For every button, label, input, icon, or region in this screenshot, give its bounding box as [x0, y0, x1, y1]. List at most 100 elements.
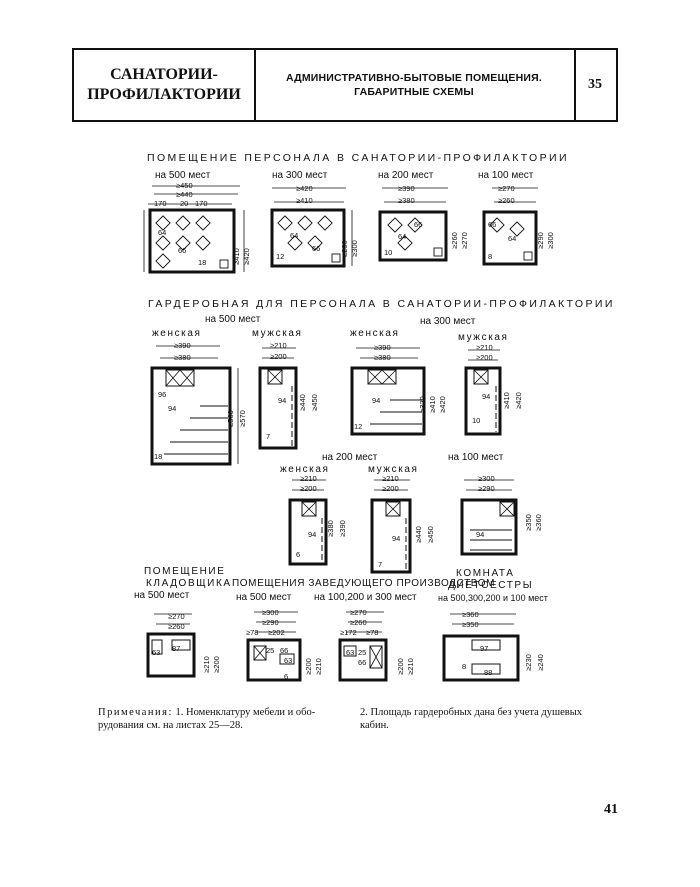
page-number: 41: [604, 802, 618, 817]
wardrobe-f500-w2: ≥380: [174, 353, 191, 362]
staff-100-h1: ≥290: [535, 232, 545, 249]
manager-sub2: на 100,200 и 300 мест: [314, 592, 417, 603]
section-cell: САНАТОРИИ- ПРОФИЛАКТОРИИ: [74, 50, 256, 120]
manager-small-w2: ≥260: [350, 618, 367, 627]
manager-small-n1: 63: [346, 648, 355, 657]
staff-300-w2: ≥410: [296, 196, 313, 205]
wardrobe-200-male-plan: [370, 479, 412, 574]
staff-500-plan: [143, 185, 245, 274]
manager-500-n2: 66: [280, 646, 289, 655]
manager-500-d2: ≥202: [268, 628, 285, 637]
manager-small-n3: 66: [358, 658, 367, 667]
wardrobe-f200-n1: 94: [308, 530, 317, 539]
wardrobe-f300-w1: ≥390: [374, 343, 391, 352]
staff-500-h2: ≥420: [241, 248, 251, 265]
wardrobe-f300-h1: ≥320: [417, 396, 427, 413]
wardrobe-m300-w1: ≥210: [476, 343, 493, 352]
dietnurse-h2: ≥240: [535, 654, 545, 671]
manager-small-d: ≥172: [340, 628, 357, 637]
manager-500-h2: ≥210: [313, 658, 323, 675]
storekeeper-h2: ≥200: [211, 656, 221, 673]
wardrobe-f200-h2: ≥390: [337, 520, 347, 537]
wardrobe-500-male-plan: [258, 347, 298, 450]
staff-200-plan: [378, 187, 448, 262]
manager-small-d2: ≥78: [366, 628, 379, 637]
wardrobe-f500-n1: 96: [158, 390, 167, 399]
staff-300-label: на 300 мест: [272, 170, 328, 181]
manager-small-h1: ≥200: [395, 658, 405, 675]
staff-300-plan: [270, 187, 353, 268]
dietnurse-w2: ≥350: [462, 620, 479, 629]
wardrobe-f200-n2: 6: [296, 550, 301, 559]
dietnurse-n3: 8: [462, 662, 467, 671]
storekeeper-n1: 63: [152, 648, 161, 657]
title-cell: АДМИНИСТРАТИВНО-БЫТОВЫЕ ПОМЕЩЕНИЯ. ГАБАР…: [254, 50, 576, 120]
manager-500-n4: 6: [284, 672, 289, 681]
wardrobe-200-female-label: женская: [280, 464, 330, 475]
wardrobe-f500-h2: ≥570: [237, 410, 247, 427]
wardrobe-500-label: на 500 мест: [205, 314, 261, 325]
notes-left: Примечания: 1. Номенклатуру мебели и обо…: [98, 706, 348, 732]
manager-small-w1: ≥270: [350, 608, 367, 617]
section-line1: САНАТОРИИ-: [110, 66, 218, 83]
wardrobe-f200-w1: ≥210: [300, 474, 317, 483]
dietnurse-title-line1: КОМНАТА: [456, 568, 515, 579]
wardrobe-m500-h2: ≥450: [309, 394, 319, 411]
manager-500-h1: ≥200: [303, 658, 313, 675]
wardrobe-m300-n1: 94: [482, 392, 491, 401]
wardrobe-100-w1: ≥300: [478, 474, 495, 483]
staff-200-n3: 10: [384, 248, 393, 257]
staff-500-h1: ≥410: [231, 248, 241, 265]
staff-100-w1: ≥270: [498, 184, 515, 193]
staff-200-label: на 200 мест: [378, 170, 434, 181]
staff-200-n2: 66: [414, 220, 423, 229]
staff-200-n1: 64: [398, 232, 407, 241]
title-line1: АДМИНИСТРАТИВНО-БЫТОВЫЕ ПОМЕЩЕНИЯ.: [285, 72, 543, 84]
wardrobe-m300-w2: ≥200: [476, 353, 493, 362]
wardrobe-m300-h1: ≥410: [501, 392, 511, 409]
storekeeper-w2: ≥260: [168, 622, 185, 631]
wardrobe-m200-n2: 7: [378, 560, 383, 569]
storekeeper-w1: ≥270: [168, 612, 185, 621]
wardrobe-500-female-plan: [150, 345, 239, 466]
staff-300-n1: 64: [290, 231, 299, 240]
manager-500-w1: ≥300: [262, 608, 279, 617]
manager-500-d: ≥78: [246, 628, 259, 637]
storekeeper-plan: [146, 613, 196, 678]
header-table: САНАТОРИИ- ПРОФИЛАКТОРИИ АДМИНИСТРАТИВНО…: [72, 48, 618, 122]
staff-300-n3: 12: [276, 252, 285, 261]
wardrobe-f300-h2: ≥410: [427, 396, 437, 413]
staff-500-n3: 18: [198, 258, 207, 267]
storekeeper-n2: 87: [172, 644, 181, 653]
staff-300-h2: ≥300: [349, 240, 359, 257]
wardrobe-200-female-plan: [288, 479, 328, 566]
manager-small-n2: 25: [358, 648, 367, 657]
wardrobe-f500-h1: ≥560: [225, 410, 235, 427]
wardrobe-f300-h3: ≥420: [437, 396, 447, 413]
wardrobe-m200-h2: ≥450: [425, 526, 435, 543]
sheet-number: 35: [588, 77, 602, 92]
wardrobe-100-h1: ≥350: [523, 514, 533, 531]
wardrobe-100-plan: [460, 479, 518, 556]
wardrobe-m300-n2: 10: [472, 416, 481, 425]
section-line2: ПРОФИЛАКТОРИИ: [87, 86, 241, 103]
wardrobe-500-male-label: мужская: [252, 328, 303, 339]
staff-500-w1: ≥450: [176, 181, 193, 190]
dietnurse-n2: 88: [484, 668, 493, 677]
manager-500-n1: 25: [266, 646, 275, 655]
wardrobe-f300-w2: ≥380: [374, 353, 391, 362]
staff-100-n2: 64: [508, 234, 517, 243]
staff-200-h1: ≥260: [449, 232, 459, 249]
wardrobe-m500-w2: ≥200: [270, 352, 287, 361]
wardrobe-200-label: на 200 мест: [322, 452, 378, 463]
staff-300-w1: ≥420: [296, 184, 313, 193]
manager-small-plan: [338, 611, 388, 682]
staff-100-n3: 8: [488, 252, 493, 261]
wardrobe-m500-h1: ≥440: [297, 394, 307, 411]
wardrobe-m300-h2: ≥420: [513, 392, 523, 409]
manager-500-w2: ≥290: [262, 618, 279, 627]
wardrobe-f300-n1: 94: [372, 396, 381, 405]
wardrobe-f200-h1: ≥380: [325, 520, 335, 537]
staff-500-d3: 170: [195, 199, 208, 208]
wardrobe-section-title: ГАРДЕРОБНАЯ ДЛЯ ПЕРСОНАЛА В САНАТОРИИ-ПР…: [148, 298, 615, 310]
